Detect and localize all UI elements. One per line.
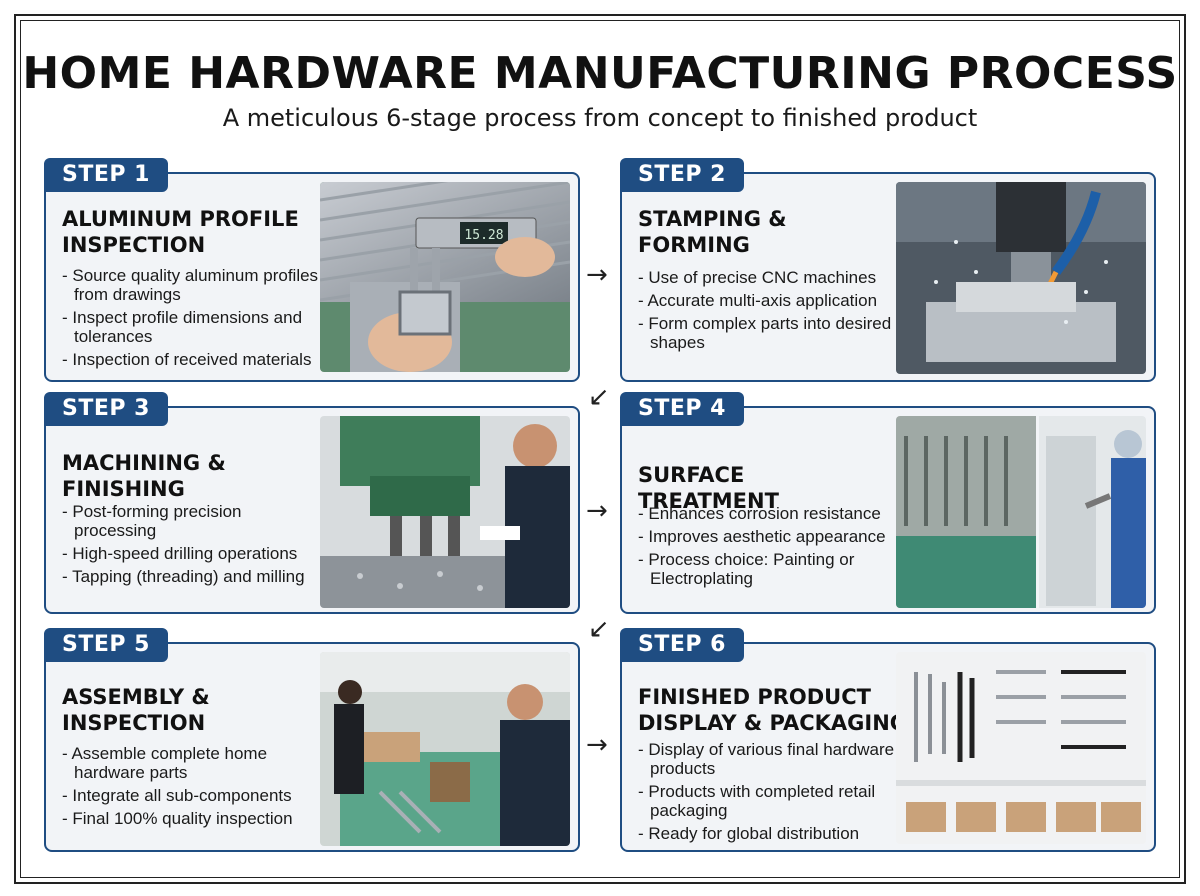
step-6-bullet-2: Products with completed retail packaging [638,782,900,820]
step-2-title: STAMPING & FORMING [638,207,787,257]
step-4-card: STEP 4 SURFACE TREATMENT Enhances corros… [620,392,1156,614]
step-1-badge: STEP 1 [44,158,168,192]
step-3-bullet-3: Tapping (threading) and milling [62,567,324,586]
step-2-badge: STEP 2 [620,158,744,192]
step-1-bullet-1: Source quality aluminum profiles from dr… [62,266,324,304]
step-3-title: MACHINING & FINISHING [62,451,226,501]
step-5-badge: STEP 5 [44,628,168,662]
step-6-bullet-1: Display of various final hardware produc… [638,740,900,778]
caliper-reading: 15.28 [464,228,503,243]
step-5-bullet-1: Assemble complete home hardware parts [62,744,324,782]
cnc-machine-photo [896,182,1146,374]
page-title: HOME HARDWARE MANUFACTURING PROCESS [22,48,1178,99]
step-4-bullet-2: Improves aesthetic appearance [638,527,900,546]
step-6-card: STEP 6 FINISHED PRODUCT DISPLAY & PACKAG… [620,628,1156,852]
step-3-bullet-2: High-speed drilling operations [62,544,324,563]
drilling-machine-photo [320,416,570,608]
arrow-step2-to-step3: ↙ [588,382,610,412]
step-1-card: STEP 1 ALUMINUM PROFILE INSPECTION Sourc… [44,158,580,382]
step-6-title: FINISHED PRODUCT DISPLAY & PACKAGING [638,685,908,735]
step-3-badge: STEP 3 [44,392,168,426]
step-1-bullet-3: Inspection of received materials [62,350,324,369]
step-2-card: STEP 2 STAMPING & FORMING Use of precise… [620,158,1156,382]
step-2-bullet-2: Accurate multi-axis application [638,291,900,310]
arrow-step4-to-step5: ↙ [588,614,610,644]
step-2-bullet-3: Form complex parts into desired shapes [638,314,900,352]
step-4-bullets: Enhances corrosion resistance Improves a… [638,504,900,592]
step-5-card: STEP 5 ASSEMBLY & INSPECTION Assemble co… [44,628,580,852]
step-5-bullet-3: Final 100% quality inspection [62,809,324,828]
assembly-line-photo [320,652,570,846]
step-4-badge: STEP 4 [620,392,744,426]
step-6-badge: STEP 6 [620,628,744,662]
step-1-title: ALUMINUM PROFILE INSPECTION [62,207,299,257]
surface-treatment-photo [896,416,1146,608]
step-1-bullets: Source quality aluminum profiles from dr… [62,266,324,373]
arrow-step5-to-step6: → [586,730,608,760]
step-6-bullet-3: Ready for global distribution [638,824,900,843]
step-3-bullets: Post-forming precision processing High-s… [62,502,324,590]
step-5-bullet-2: Integrate all sub-components [62,786,324,805]
inner-frame [20,20,1180,878]
aluminum-profile-photo: 15.28 [320,182,570,372]
step-3-bullet-1: Post-forming precision processing [62,502,324,540]
outer-frame [14,14,1186,884]
arrow-step1-to-step2: → [586,260,608,290]
step-2-bullets: Use of precise CNC machines Accurate mul… [638,268,900,356]
step-3-card: STEP 3 MACHINING & FINISHING Post-formin… [44,392,580,614]
arrow-step3-to-step4: → [586,496,608,526]
page-subtitle: A meticulous 6-stage process from concep… [222,104,978,132]
step-6-bullets: Display of various final hardware produc… [638,740,900,847]
step-4-bullet-3: Process choice: Painting or Electroplati… [638,550,900,588]
step-5-bullets: Assemble complete home hardware parts In… [62,744,324,832]
step-4-bullet-1: Enhances corrosion resistance [638,504,900,523]
step-2-bullet-1: Use of precise CNC machines [638,268,900,287]
step-1-bullet-2: Inspect profile dimensions and tolerance… [62,308,324,346]
step-5-title: ASSEMBLY & INSPECTION [62,685,210,735]
product-display-photo [896,652,1146,844]
